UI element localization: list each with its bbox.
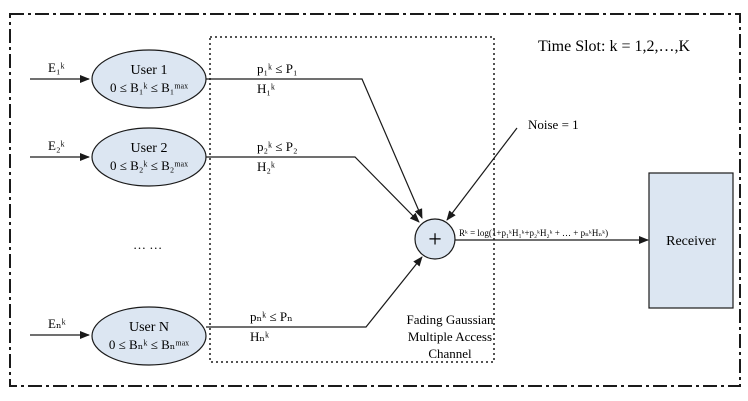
user-n-name: User N bbox=[129, 320, 169, 335]
link-user-n bbox=[206, 256, 423, 328]
user-2-name: User 2 bbox=[131, 141, 168, 156]
channel-caption-line-2: Multiple Access bbox=[408, 329, 492, 344]
time-slot-frame bbox=[9, 13, 741, 387]
channel-caption-line-3: Channel bbox=[428, 346, 472, 361]
channel-caption-line-1: Fading Gaussian bbox=[406, 312, 494, 327]
link-user-2 bbox=[206, 156, 420, 223]
power-label-2: p₂ᵏ ≤ P₂ bbox=[257, 139, 298, 154]
receiver-block bbox=[648, 172, 734, 309]
gain-label-1: H₁ᵏ bbox=[257, 81, 275, 96]
user-1-battery: 0 ≤ B₁ᵏ ≤ B₁ᵐᵃˣ bbox=[110, 80, 188, 95]
user-1-node bbox=[91, 49, 207, 109]
gain-label-n: Hₙᵏ bbox=[250, 329, 269, 344]
channel-box bbox=[209, 36, 495, 363]
adder-node bbox=[414, 218, 456, 260]
gain-label-2: H₂ᵏ bbox=[257, 159, 275, 174]
energy-label-1: E₁ᵏ bbox=[48, 60, 65, 75]
noise-arrow bbox=[446, 127, 518, 221]
adder-plus-icon: + bbox=[428, 227, 442, 253]
user-2-node bbox=[91, 127, 207, 187]
power-label-n: pₙᵏ ≤ Pₙ bbox=[250, 309, 293, 324]
users-ellipsis: … … bbox=[133, 237, 162, 252]
noise-label: Noise = 1 bbox=[528, 117, 579, 132]
user-1-name: User 1 bbox=[131, 63, 168, 78]
user-n-battery: 0 ≤ Bₙᵏ ≤ Bₙᵐᵃˣ bbox=[109, 337, 189, 352]
power-label-1: p₁ᵏ ≤ P₁ bbox=[257, 61, 298, 76]
time-slot-label: Time Slot: k = 1,2,…,K bbox=[538, 38, 690, 55]
energy-label-n: Eₙᵏ bbox=[48, 316, 66, 331]
energy-label-2: E₂ᵏ bbox=[48, 138, 65, 153]
rate-formula: Rᵏ = log(1+p₁ᵏH₁ᵏ+p₂ᵏH₂ᵏ + … + pₙᵏHₙᵏ) bbox=[459, 228, 608, 238]
receiver-label: Receiver bbox=[666, 234, 716, 249]
user-2-battery: 0 ≤ B₂ᵏ ≤ B₂ᵐᵃˣ bbox=[110, 158, 188, 173]
link-user-1 bbox=[206, 78, 423, 219]
user-n-node bbox=[91, 306, 207, 366]
